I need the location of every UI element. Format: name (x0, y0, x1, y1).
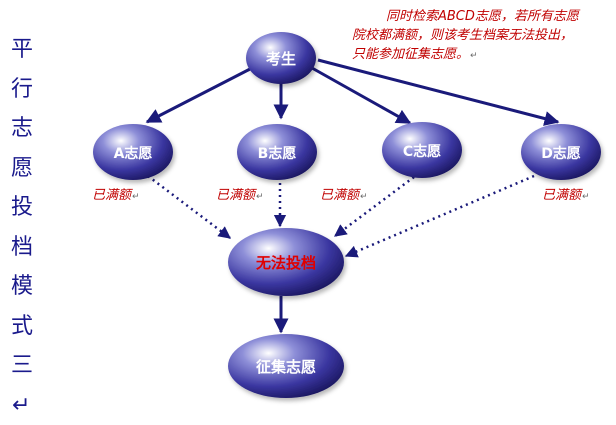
node-a: A志愿 (93, 124, 173, 180)
node-b: B志愿 (237, 124, 317, 180)
node-fail-label: 无法投档 (255, 254, 316, 272)
node-d-label: D志愿 (541, 145, 581, 162)
title-char: 行 (10, 76, 33, 102)
node-student: 考生 (246, 32, 316, 84)
arrow-c-to-fail (333, 175, 415, 238)
title-char: 平 (10, 37, 33, 62)
node-a-label: A志愿 (114, 145, 153, 162)
note-line-3: 只能参加征集志愿。↵ (352, 47, 478, 62)
full-label-c: 已满额↵ (320, 188, 368, 203)
title-char: 投 (10, 195, 33, 220)
arrow-student-to-d (317, 58, 560, 126)
arrow-a-to-fail (147, 175, 231, 239)
title-char: 愿 (10, 155, 33, 181)
arrow-student-to-a (145, 66, 253, 124)
title-char: 档 (10, 234, 33, 260)
arrow-d-to-fail (344, 174, 535, 258)
node-d: D志愿 (521, 124, 601, 180)
node-c-label: C志愿 (403, 143, 441, 160)
flow-diagram: 考生 A志愿 B志愿 C志愿 D志愿 无法投档 征集志愿 (93, 32, 601, 398)
node-b-label: B志愿 (258, 145, 297, 162)
title-char: 式 (10, 313, 33, 339)
node-collect-label: 征集志愿 (256, 358, 316, 376)
note-line-1: 同时检索ABCD志愿，若所有志愿 (386, 9, 579, 24)
full-label-b: 已满额↵ (216, 188, 264, 203)
node-student-label: 考生 (266, 50, 296, 68)
arrow-student-to-c (311, 66, 412, 125)
full-label-a: 已满额↵ (92, 188, 140, 203)
title-char: 志 (10, 116, 33, 141)
node-collect: 征集志愿 (228, 334, 344, 398)
full-label-d: 已满额↵ (542, 188, 590, 203)
note-line-2: 院校都满额，则该考生档案无法投出， (352, 28, 574, 43)
node-fail: 无法投档 (228, 228, 344, 296)
title-char: 模 (10, 274, 33, 299)
node-c: C志愿 (382, 122, 462, 178)
